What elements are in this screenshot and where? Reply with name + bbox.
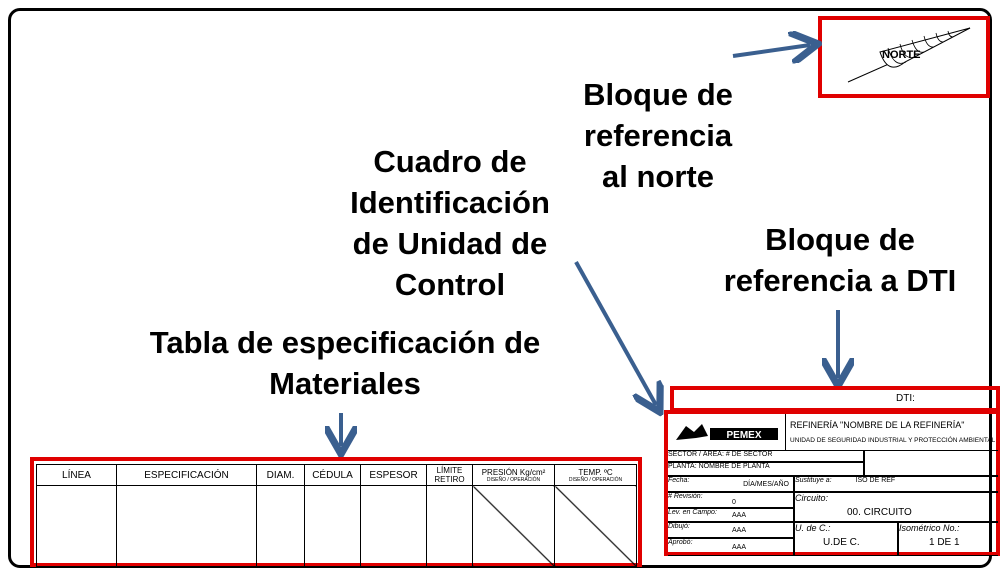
unit-name: UNIDAD DE SEGURIDAD INDUSTRIAL Y PROTECC…	[790, 437, 996, 444]
callout-control-unit: Cuadro de Identificación de Unidad de Co…	[350, 144, 550, 302]
udec-row: U. de C.: U.DE C.	[794, 522, 898, 556]
temp-diagonal-cell	[554, 485, 637, 567]
temp-subheader: DISEÑO / OPERACIÓN	[568, 476, 623, 483]
control-unit-highlight	[664, 410, 1000, 556]
header-thickness: ESPESOR	[360, 464, 427, 486]
table-row	[36, 485, 637, 567]
pressure-subheader: DISEÑO / OPERACIÓN	[486, 476, 541, 483]
header-cedula: CÉDULA	[304, 464, 361, 486]
isometrico-row: Isométrico No.: 1 DE 1	[898, 522, 998, 556]
table-header-row: LÍNEA ESPECIFICACIÓN DIAM. CÉDULA ESPESO…	[36, 464, 637, 486]
header-diameter: DIAM.	[256, 464, 305, 486]
aprobo-row: Aprobó: AAA	[668, 538, 794, 556]
north-label: NORTE	[882, 49, 921, 61]
header-retire-limit: LÍMITE RETIRO	[426, 464, 473, 486]
title-block: DTI: PEMEX REFINERÍA "NOMBRE DE LA REFIN…	[664, 386, 1000, 556]
dibujo-row: Dibujó: AAA	[668, 522, 794, 538]
dti-label: DTI:	[896, 393, 915, 404]
pemex-logo: PEMEX	[668, 414, 786, 450]
sector-row: SECTOR / ÁREA: # DE SECTOR	[668, 450, 864, 462]
header-specification: ESPECIFICACIÓN	[116, 464, 257, 486]
svg-text:PEMEX: PEMEX	[726, 430, 761, 441]
circuito-row: Circuito: 00. CIRCUITO	[794, 492, 998, 522]
arrow-to-north-block	[732, 45, 810, 56]
header-line: LÍNEA	[36, 464, 117, 486]
revision-row: # Revisión: 0	[668, 492, 794, 508]
planta-row: PLANTA: NOMBRE DE PLANTA	[668, 462, 864, 476]
pemex-eagle-icon: PEMEX	[676, 424, 778, 441]
refinery-name: REFINERÍA "NOMBRE DE LA REFINERÍA"	[790, 420, 965, 430]
arrows-layer	[0, 0, 1002, 556]
levcampo-row: Lev. en Campo: AAA	[668, 508, 794, 522]
fecha-row: Fecha: DÍA/MES/AÑO	[668, 476, 794, 492]
dti-block-highlight	[670, 386, 1000, 412]
sustituye-row: Sustituye a: ISO DE REF	[794, 476, 998, 492]
north-arrow-icon: NORTE	[847, 27, 971, 83]
callout-north-reference: Bloque de referencia al norte	[583, 77, 733, 194]
callout-materials-table: Tabla de especificación de Materiales	[149, 325, 541, 401]
pressure-diagonal-cell	[472, 485, 555, 567]
callout-dti-reference: Bloque de referencia a DTI	[723, 222, 957, 298]
materials-table: LÍNEA ESPECIFICACIÓN DIAM. CÉDULA ESPESO…	[36, 464, 637, 567]
arrow-to-control-unit	[574, 261, 656, 405]
